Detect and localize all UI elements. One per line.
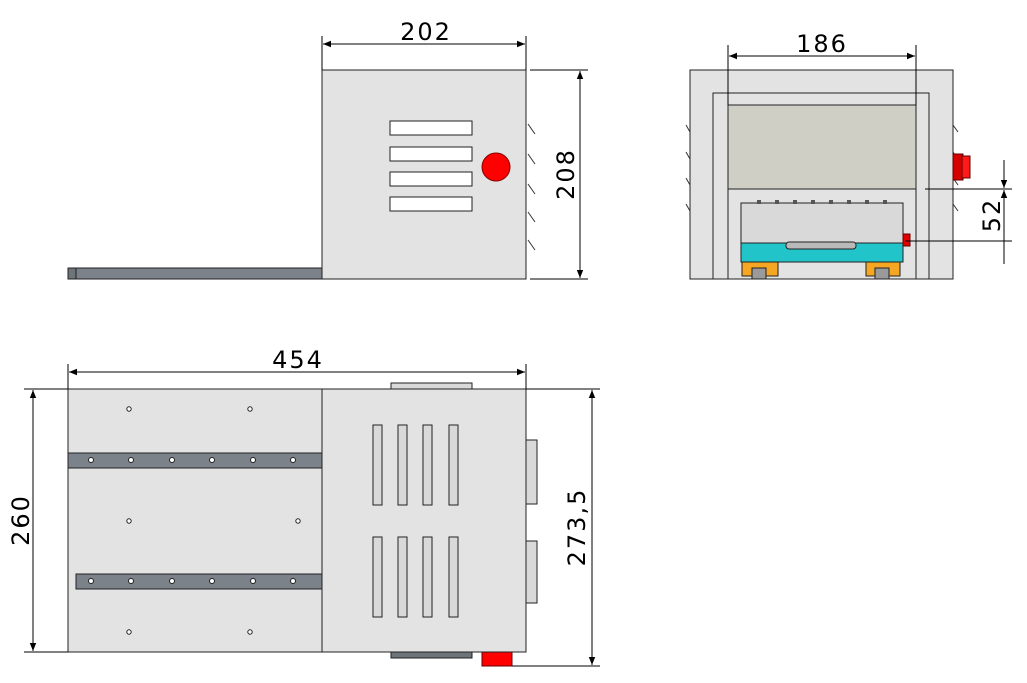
side-base-rail-end <box>67 267 77 280</box>
top-side-block <box>525 540 538 604</box>
end-foot-left-core <box>751 267 767 280</box>
top-rail-lower <box>75 573 323 590</box>
top-red-connector <box>481 651 513 667</box>
top-tab-bottom <box>390 651 473 659</box>
dim-top-length: 454 <box>272 346 324 374</box>
dim-side-width: 202 <box>400 18 452 46</box>
top-vent-slots <box>372 424 459 618</box>
end-foot-right-core <box>874 267 890 280</box>
plate-holes <box>126 406 301 635</box>
red-plug-icon <box>952 153 971 181</box>
vent-slot <box>389 196 473 212</box>
end-inner-frame <box>712 92 930 280</box>
dim-top-depth-total: 273,5 <box>563 488 591 567</box>
dim-side-height: 208 <box>552 148 580 200</box>
end-cavity <box>727 104 917 190</box>
red-circle-icon <box>481 152 511 182</box>
tray-pins <box>757 200 887 204</box>
side-base-rail <box>67 267 325 280</box>
rail-bolts <box>88 457 296 584</box>
top-plate <box>67 388 325 653</box>
vent-slot <box>389 146 473 162</box>
end-fins-left <box>685 124 691 212</box>
vent-slot <box>389 120 473 136</box>
vent-slot <box>389 171 473 187</box>
top-rail-upper <box>67 452 323 469</box>
dim-end-height: 52 <box>978 198 1006 233</box>
side-fins <box>527 123 536 251</box>
top-side-block <box>525 439 538 505</box>
side-view: 202 208 <box>67 18 588 280</box>
end-view: 186 52 <box>685 30 1012 280</box>
dim-end-width: 186 <box>796 30 848 58</box>
end-tray-rod <box>785 241 857 250</box>
end-tray-body <box>740 202 904 244</box>
dim-top-depth: 260 <box>7 494 35 546</box>
end-tray-red-tab <box>902 233 911 247</box>
top-view: 454 260 273,5 <box>7 346 600 667</box>
